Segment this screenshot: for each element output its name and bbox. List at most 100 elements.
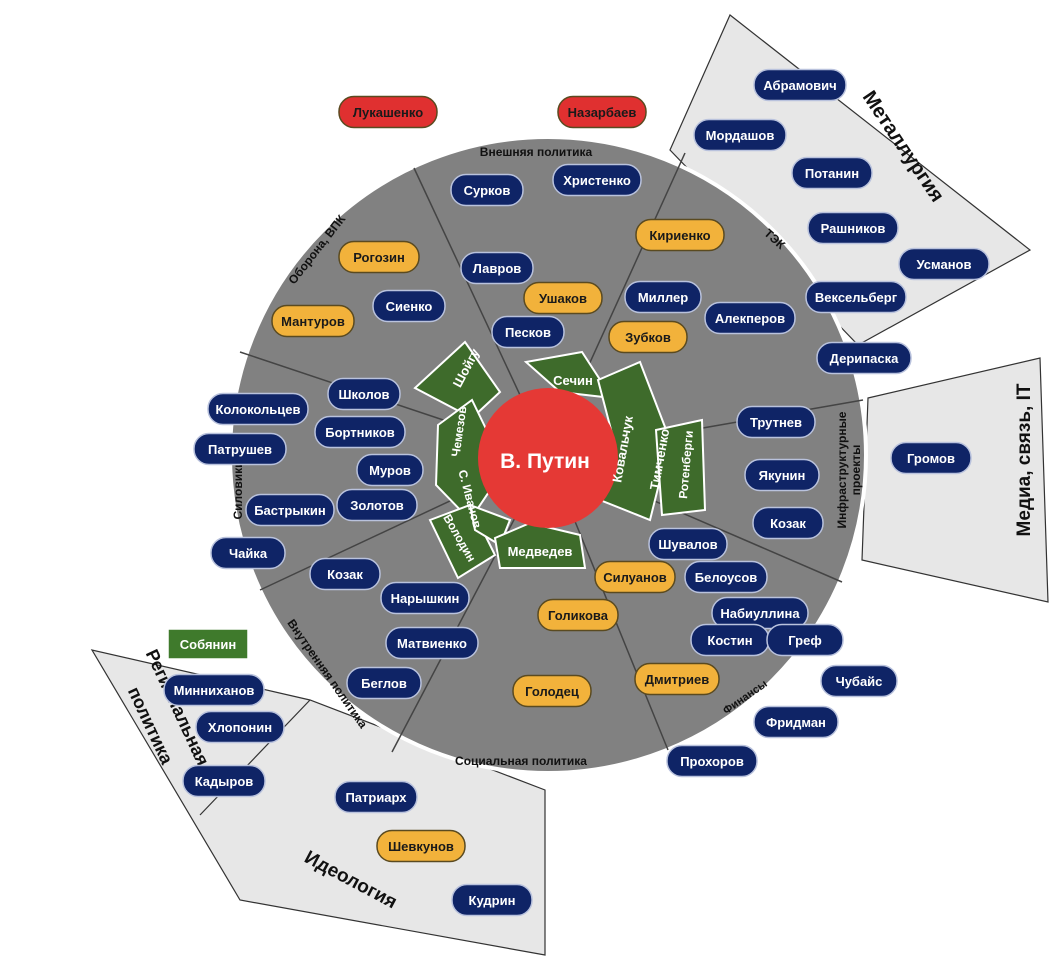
node-pill	[336, 488, 418, 522]
sector-label-infra-2: проекты	[849, 445, 863, 496]
node-pill	[791, 156, 873, 190]
node-label: Прохоров	[680, 754, 744, 769]
node-ushakov: Ушаков	[523, 281, 603, 315]
node-murov: Муров	[356, 453, 424, 487]
node-label: Нарышкин	[391, 591, 460, 606]
node-box	[167, 628, 249, 660]
node-minnikhanov: Минниханов	[163, 673, 265, 707]
node-sobyanin: Собянин	[167, 628, 249, 660]
node-pill	[376, 829, 466, 863]
node-pill	[245, 493, 335, 527]
node-kudrin: Кудрин	[451, 883, 533, 917]
node-pill	[807, 211, 899, 245]
node-golikova: Голикова	[537, 598, 619, 632]
node-label: Золотов	[350, 498, 404, 513]
node-pill	[890, 441, 972, 475]
node-khloponin: Хлопонин	[195, 710, 285, 744]
node-pill	[557, 95, 647, 129]
node-label: Громов	[907, 451, 955, 466]
node-label: Кудрин	[469, 893, 516, 908]
node-chaika: Чайка	[210, 536, 286, 570]
node-pill	[693, 118, 787, 152]
ring-label-medvedev: Медведев	[508, 544, 573, 559]
node-pill	[635, 218, 725, 252]
node-label: Абрамович	[763, 78, 836, 93]
node-label: Дмитриев	[645, 672, 709, 687]
ring-label-sechin: Сечин	[553, 373, 593, 388]
node-label: Алекперов	[715, 311, 785, 326]
node-pill	[193, 432, 287, 466]
node-kadyrov: Кадыров	[182, 764, 266, 798]
node-pill	[163, 673, 265, 707]
node-manturov: Мантуров	[271, 304, 355, 338]
node-pill	[372, 289, 446, 323]
outer-label-media: Медиа, связь, IT	[1014, 383, 1035, 536]
node-nazarbaev: Назарбаев	[557, 95, 647, 129]
node-label: Потанин	[805, 166, 859, 181]
node-gromov: Громов	[890, 441, 972, 475]
node-pill	[666, 744, 758, 778]
node-label: Лавров	[473, 261, 522, 276]
sector-label-security: Силовики	[231, 461, 245, 520]
node-label: Миллер	[638, 290, 688, 305]
node-label: Шевкунов	[388, 839, 454, 854]
node-label: Бастрыкин	[254, 503, 326, 518]
node-pill	[752, 506, 824, 540]
node-label: Кадыров	[195, 774, 254, 789]
node-pill	[334, 780, 418, 814]
node-label: Патриарх	[345, 790, 407, 805]
node-label: Минниханов	[174, 683, 255, 698]
node-peskov: Песков	[491, 315, 565, 349]
node-label: Рашников	[821, 221, 886, 236]
node-zolotov: Золотов	[336, 488, 418, 522]
node-pill	[552, 163, 642, 197]
node-label: Сурков	[464, 183, 511, 198]
node-label: Фридман	[766, 715, 826, 730]
node-label: Зубков	[625, 330, 671, 345]
node-label: Лукашенко	[353, 105, 423, 120]
node-abramovich: Абрамович	[753, 68, 847, 102]
node-pill	[451, 883, 533, 917]
node-sienko: Сиенко	[372, 289, 446, 323]
node-mordashov: Мордашов	[693, 118, 787, 152]
node-vekselberg: Вексельберг	[805, 280, 907, 314]
sector-label-foreign: Внешняя политика	[480, 145, 593, 159]
node-kostin: Костин	[690, 623, 770, 657]
node-nabiullina: Набиуллина	[711, 596, 809, 630]
node-yakunin: Якунин	[744, 458, 820, 492]
node-shkolov: Школов	[327, 377, 401, 411]
node-pill	[195, 710, 285, 744]
node-label: Хлопонин	[208, 720, 272, 735]
node-pill	[805, 280, 907, 314]
node-belousov: Белоусов	[684, 560, 768, 594]
node-label: Назарбаев	[568, 105, 637, 120]
node-pill	[271, 304, 355, 338]
node-pill	[207, 392, 309, 426]
node-pill	[634, 662, 720, 696]
node-label: Дерипаска	[830, 351, 899, 366]
node-kolokoltsev: Колокольцев	[207, 392, 309, 426]
node-patrushev: Патрушев	[193, 432, 287, 466]
node-zubkov: Зубков	[608, 320, 688, 354]
node-pill	[385, 626, 479, 660]
node-patriarkh: Патриарх	[334, 780, 418, 814]
node-label: Шувалов	[658, 537, 717, 552]
node-pill	[537, 598, 619, 632]
node-label: Греф	[788, 633, 821, 648]
node-pill	[338, 95, 438, 129]
node-alekperov: Алекперов	[704, 301, 796, 335]
node-bastrykin: Бастрыкин	[245, 493, 335, 527]
node-pill	[744, 458, 820, 492]
node-lavrov: Лавров	[460, 251, 534, 285]
sector-label-social: Социальная политика	[455, 754, 587, 768]
outer-zone-media	[861, 357, 1049, 603]
node-pill	[512, 674, 592, 708]
node-pill	[210, 536, 286, 570]
node-label: Школов	[338, 387, 389, 402]
node-chubais: Чубайс	[820, 664, 898, 698]
node-beglov: Беглов	[346, 666, 422, 700]
node-kirienko: Кириенко	[635, 218, 725, 252]
node-label: Вексельберг	[815, 290, 898, 305]
node-label: Якунин	[759, 468, 806, 483]
node-pill	[338, 240, 420, 274]
